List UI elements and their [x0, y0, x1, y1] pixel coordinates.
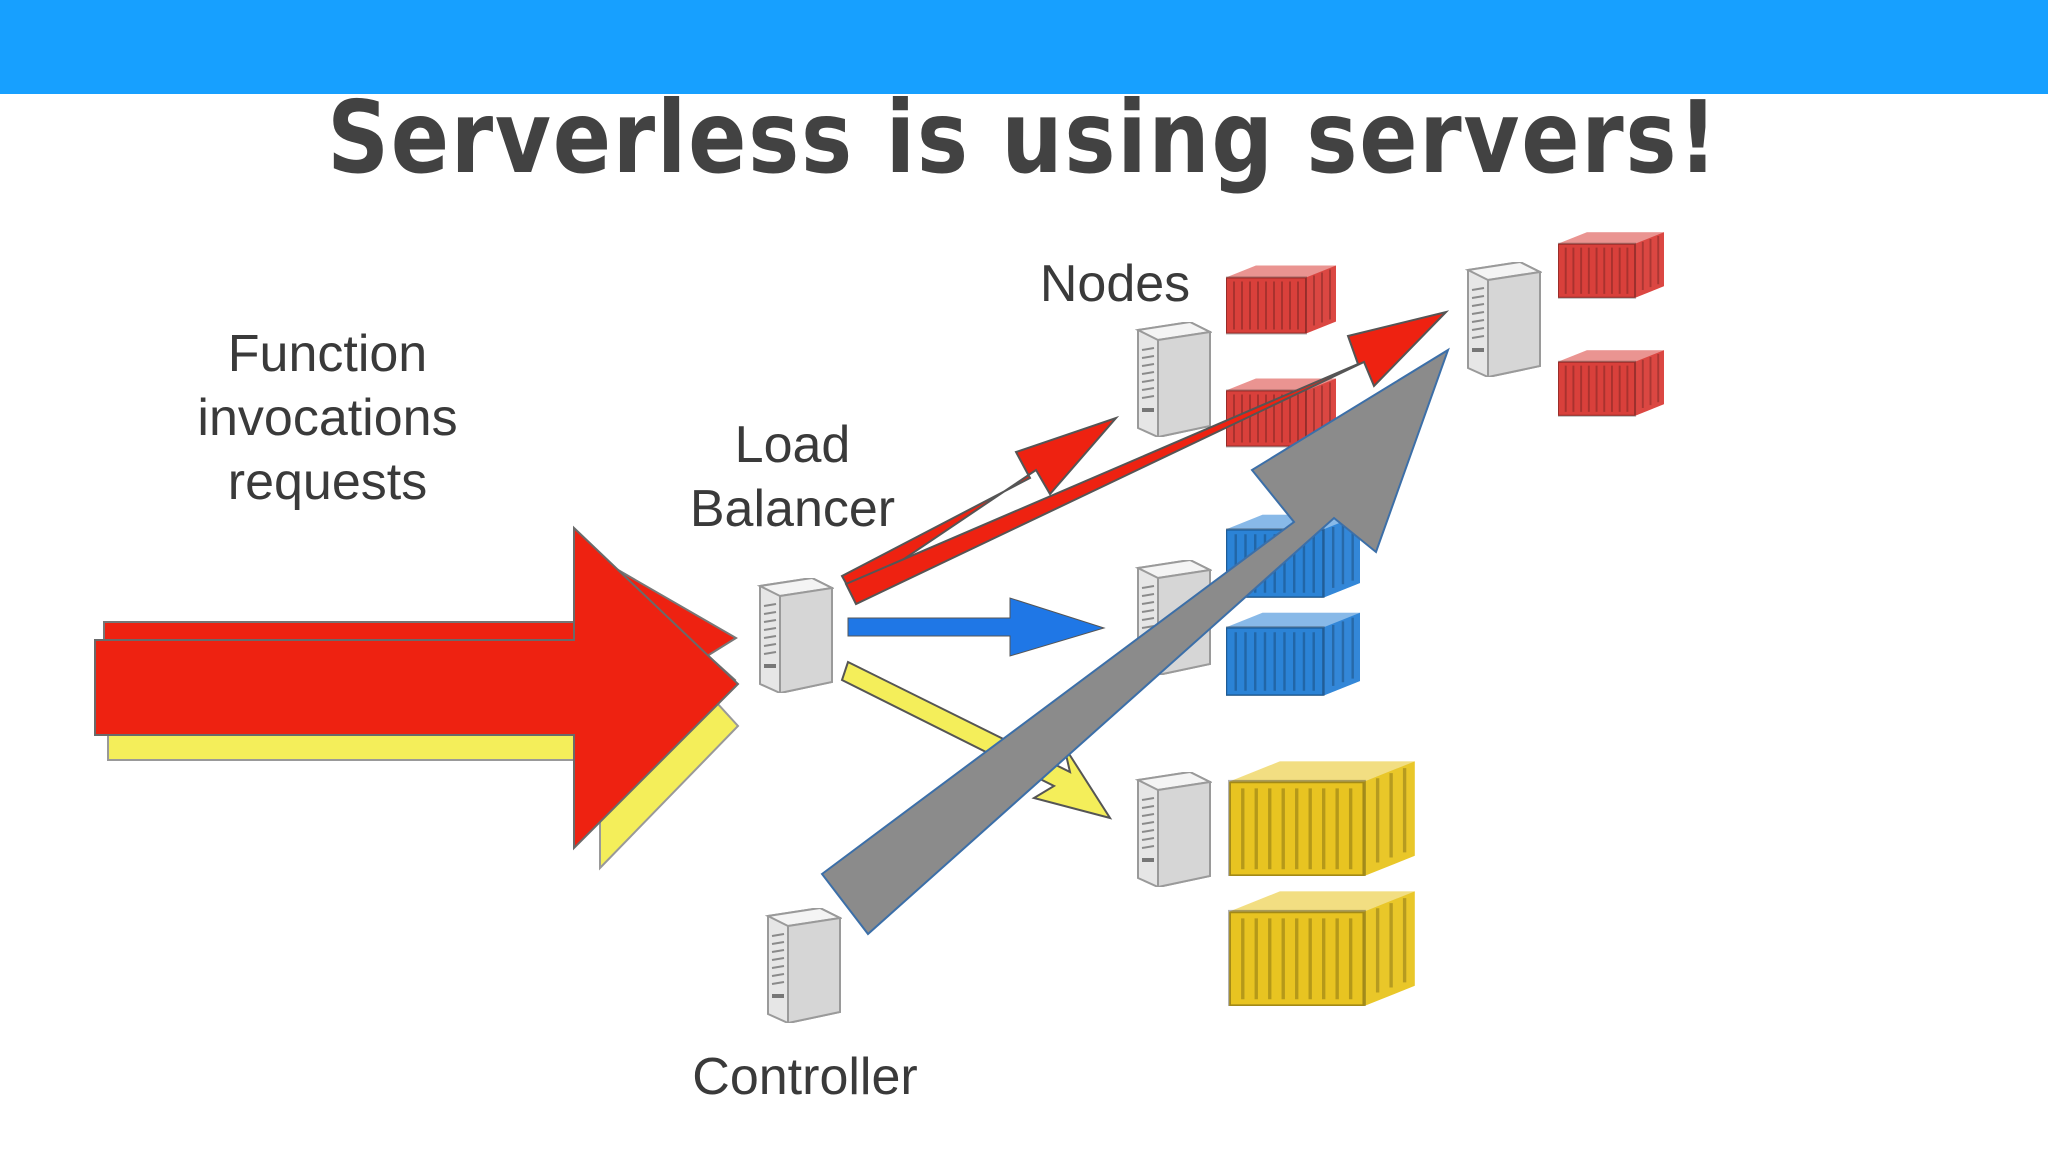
shipping-container-icon — [1558, 348, 1664, 418]
incoming-requests-arrow — [94, 525, 740, 871]
function-invocations-label: Function invocations requests — [150, 322, 505, 514]
controller-label: Controller — [692, 1048, 918, 1106]
containers-node3 — [1228, 759, 1416, 1006]
controller-arrow — [820, 347, 1450, 936]
arrow-icon — [94, 525, 740, 851]
load-balancer-label: Load Balancer — [660, 413, 925, 541]
server-icon — [1137, 772, 1211, 887]
containers-node4 — [1558, 230, 1664, 418]
label-line: Balancer — [689, 480, 896, 538]
controller-server-icon — [767, 908, 841, 1023]
top-accent-bar — [0, 0, 2048, 94]
lb-to-node4-arrow — [844, 310, 1450, 606]
shipping-container-icon — [1228, 759, 1416, 876]
shipping-container-icon — [1228, 889, 1416, 1006]
server-icon — [1137, 322, 1211, 437]
shipping-container-icon — [1226, 611, 1360, 696]
slide-title: Serverless is using servers! — [327, 79, 1720, 196]
shipping-container-icon — [1558, 230, 1664, 300]
lb-to-node2-arrow — [847, 597, 1106, 657]
shipping-container-icon — [1226, 264, 1336, 335]
server-icon — [1467, 262, 1541, 377]
nodes-label: Nodes — [1039, 255, 1191, 313]
load-balancer-server-icon — [759, 578, 833, 693]
label-line: requests — [227, 453, 428, 511]
label-line: Function — [227, 325, 428, 383]
label-line: invocations — [197, 389, 458, 447]
label-line: Load — [734, 416, 851, 474]
